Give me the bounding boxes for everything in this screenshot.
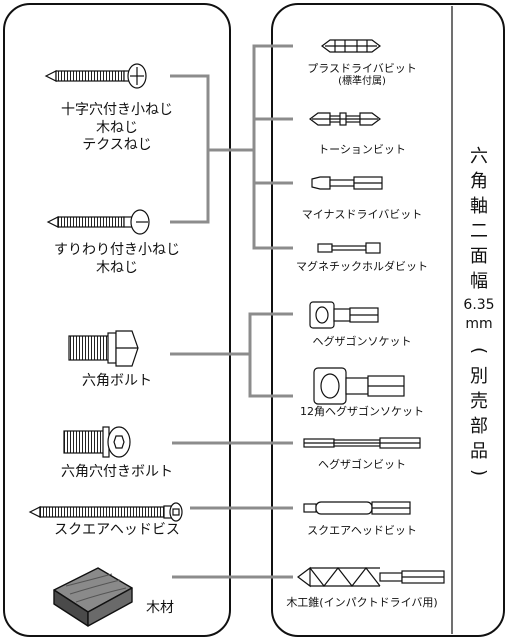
phillips-screw-line-1: 十字穴付き小ねじ	[61, 102, 173, 118]
connector-sockets	[248, 312, 293, 398]
magnetic-holder-icon	[317, 242, 381, 254]
torsion-bit-icon	[309, 112, 381, 126]
label-wood-auger: 木工錐(インパクトドライバ用)	[272, 596, 452, 610]
label-square-bit: スクエアヘッドビット	[272, 524, 452, 538]
wood-block-icon	[53, 567, 133, 627]
side-char-13: 品	[470, 441, 488, 462]
label-square-screw: スクエアヘッドビス	[4, 522, 230, 540]
phillips-screw-line-3: テクスねじ	[82, 137, 152, 153]
minus-bit-icon	[311, 176, 383, 190]
label-hex-bit: ヘグザゴンビット	[272, 458, 452, 472]
square-bit-label: スクエアヘッドビット	[307, 524, 417, 537]
hex-socket-icon	[309, 301, 379, 329]
side-char-5: 面	[470, 246, 488, 267]
side-char-6: 幅	[470, 271, 488, 292]
hex-socket-label: ヘグザゴンソケット	[312, 335, 412, 348]
slotted-screw-line-2: 木ねじ	[96, 259, 138, 276]
label-hex-socket: ヘグザゴンソケット	[272, 335, 452, 349]
12pt-socket-icon	[313, 367, 405, 405]
label-plus-bit: プラスドライバビット (標準付属)	[272, 62, 452, 88]
connector-bits-bracket	[252, 44, 293, 250]
hex-socket-12-label: 12角ヘグザゴンソケット	[300, 405, 424, 418]
side-char-14: )	[468, 468, 490, 477]
phillips-screw-line-2: 木ねじ	[96, 119, 138, 136]
side-char-1: 六	[470, 146, 488, 167]
connector-lines	[170, 44, 293, 579]
square-screw-line-1: スクエアヘッドビス	[54, 522, 180, 538]
square-screw-icon	[28, 502, 183, 522]
torsion-bit-label: トーションビット	[318, 143, 406, 156]
hex-socket-bolt-icon	[63, 426, 131, 458]
label-minus-bit: マイナスドライバビット	[272, 208, 452, 222]
side-char-3: 軸	[470, 196, 488, 217]
side-char-11: 売	[470, 391, 488, 412]
hex-socket-bolt-line-1: 六角穴付きボルト	[61, 464, 173, 480]
hex-bit-icon	[303, 437, 421, 449]
plus-bit-sub: (標準付属)	[338, 75, 386, 87]
label-magnet-holder: マグネチックホルダビット	[272, 260, 452, 274]
hex-bolt-line-1: 六角ボルト	[82, 373, 152, 389]
side-char-10: 別	[470, 366, 488, 387]
side-char-4: 二	[470, 221, 488, 242]
plus-bit-icon	[321, 39, 381, 53]
side-char-2: 角	[470, 171, 488, 192]
slotted-screw-line-1: すりわり付き小ねじ	[54, 242, 180, 258]
side-char-8: mm	[465, 316, 493, 332]
phillips-screw-icon	[44, 63, 147, 89]
label-torsion-bit: トーションビット	[272, 143, 452, 157]
label-hex-socket-bolt: 六角穴付きボルト	[4, 464, 230, 482]
label-hex-socket-12: 12角ヘグザゴンソケット	[272, 405, 452, 419]
label-wood: 木材	[130, 600, 190, 618]
magnet-holder-label: マグネチックホルダビット	[296, 260, 428, 273]
minus-bit-label: マイナスドライバビット	[301, 208, 423, 221]
label-slotted-screw: すりわり付き小ねじ 木ねじ	[4, 242, 230, 277]
hex-bit-label: ヘグザゴンビット	[318, 458, 406, 471]
bit-panel	[271, 3, 505, 637]
hex-bolt-icon	[68, 330, 139, 367]
side-char-7: 6.35	[463, 297, 495, 313]
label-hex-bolt: 六角ボルト	[4, 373, 230, 391]
wood-line-1: 木材	[146, 600, 174, 616]
wood-auger-bit-icon	[297, 566, 445, 588]
square-bit-icon	[303, 501, 411, 515]
wood-auger-label: 木工錐(インパクトドライバ用)	[286, 596, 438, 609]
fastener-panel	[3, 3, 231, 637]
plus-bit-label: プラスドライバビット	[307, 62, 417, 75]
label-phillips-screw: 十字穴付き小ねじ 木ねじ テクスねじ	[4, 102, 230, 155]
slotted-screw-icon	[46, 209, 150, 235]
side-char-12: 部	[470, 416, 488, 437]
